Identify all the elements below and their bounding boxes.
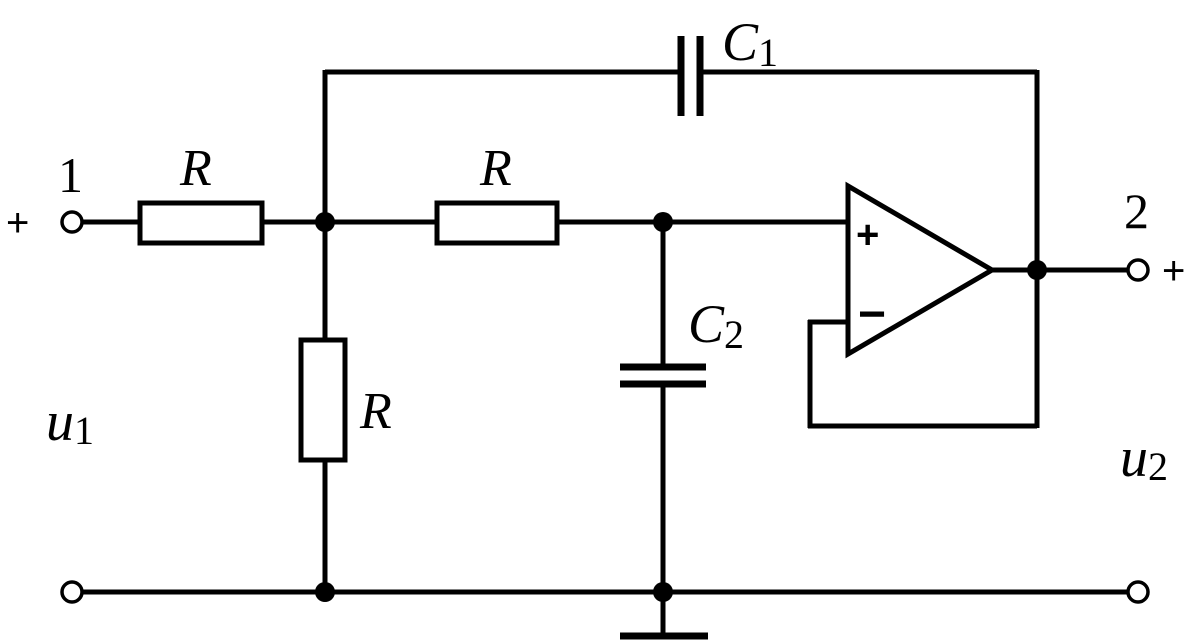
label-c1: C1 [722,12,778,75]
label-port-1: 1 [58,147,83,203]
label-c2: C2 [688,294,744,357]
junction-node-b [653,212,673,232]
opamp-symbol [845,181,997,359]
resistor-input [137,200,265,246]
label-output-plus: + [1162,249,1185,293]
terminal-output-ground [1126,580,1150,604]
junction-ground-a [315,582,335,602]
label-input-plus: + [6,201,29,245]
junction-output [1027,260,1047,280]
resistor-middle [434,200,560,246]
resistor-shunt [298,337,348,463]
capacitor-c2 [620,363,706,388]
label-opamp-plus: + [856,213,879,257]
label-port-2: 2 [1124,183,1149,239]
junction-ground-b [653,582,673,602]
label-u2: u2 [1120,427,1168,489]
junction-node-a [315,212,335,232]
label-r-input: R [179,140,212,197]
wires [82,69,1128,636]
label-r-shunt: R [359,383,392,440]
label-opamp-minus: − [858,288,886,341]
terminal-input-ground [60,580,84,604]
label-r-middle: R [479,140,512,197]
capacitor-c1 [677,36,704,116]
terminal-input-1 [60,210,84,234]
terminal-output-2 [1126,258,1150,282]
junction-dots [315,212,1047,602]
label-u1: u1 [46,391,94,453]
